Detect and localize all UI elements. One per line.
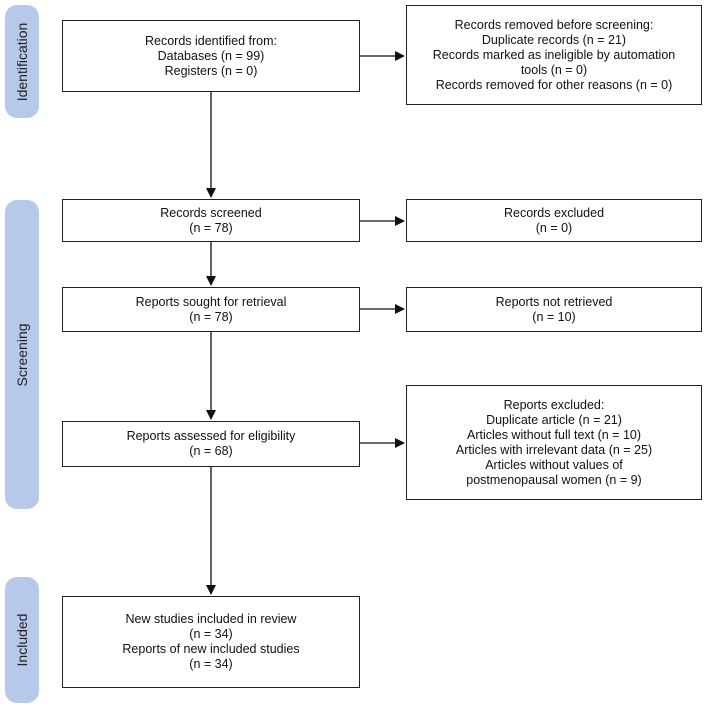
reports-assessed-line-2: (n = 68) (189, 444, 233, 458)
studies-included-line-3: Reports of new included studies (122, 642, 300, 656)
reports-sought-line-2: (n = 78) (189, 309, 233, 324)
studies-included-line-2: (n = 34) (189, 627, 233, 641)
reports-excluded-line-3: Articles without full text (n = 10) (466, 427, 642, 442)
records-excluded-line-2: (n = 0) (535, 220, 573, 235)
box-records-removed: Records removed before screening: Duplic… (406, 5, 702, 105)
box-records-excluded: Records excluded (n = 0) (406, 199, 702, 242)
box-reports-not-retrieved: Reports not retrieved (n = 10) (406, 287, 702, 332)
studies-included-line-4: (n = 34) (189, 657, 233, 671)
reports-assessed-line-1: Reports assessed for eligibility (126, 429, 296, 443)
phase-screening: Screening (5, 200, 39, 509)
reports-excluded-line-2: Duplicate article (n = 21) (486, 412, 622, 427)
reports-excluded-line-1: Reports excluded: (503, 397, 605, 412)
records-removed-line-4: tools (n = 0) (520, 62, 588, 77)
reports-excluded-line-5: Articles without values of (485, 457, 623, 472)
reports-not-retrieved-line-1: Reports not retrieved (495, 294, 613, 309)
phase-included: Included (5, 577, 39, 703)
records-screened-line-1: Records screened (160, 205, 262, 220)
studies-included-line-1: New studies included in review (125, 612, 297, 626)
records-excluded-line-1: Records excluded (503, 205, 605, 220)
reports-excluded-line-4: Articles with irrelevant data (n = 25) (455, 442, 653, 457)
phase-identification: Identification (5, 5, 39, 118)
records-screened-line-2: (n = 78) (189, 220, 233, 235)
reports-not-retrieved-line-2: (n = 10) (532, 309, 576, 324)
reports-sought-line-1: Reports sought for retrieval (135, 294, 287, 309)
records-removed-line-2: Duplicate records (n = 21) (481, 32, 627, 47)
box-reports-excluded: Reports excluded: Duplicate article (n =… (406, 385, 702, 500)
records-identified-line-1: Records identified from: (144, 33, 277, 48)
records-removed-line-3: Records marked as ineligible by automati… (432, 47, 676, 62)
box-records-identified: Records identified from: Databases (n = … (62, 20, 360, 92)
records-identified-line-2: Databases (n = 99) (157, 48, 265, 63)
records-removed-line-1: Records removed before screening: (454, 17, 654, 32)
reports-excluded-line-6: postmenopausal women (n = 9) (466, 472, 642, 487)
box-studies-included: New studies included in review (n = 34) … (62, 596, 360, 688)
records-identified-line-3: Registers (n = 0) (164, 63, 258, 78)
box-reports-assessed: Reports assessed for eligibility (n = 68… (62, 421, 360, 467)
box-reports-sought: Reports sought for retrieval (n = 78) (62, 287, 360, 332)
box-records-screened: Records screened (n = 78) (62, 199, 360, 242)
records-removed-line-5: Records removed for other reasons (n = 0… (435, 77, 673, 92)
